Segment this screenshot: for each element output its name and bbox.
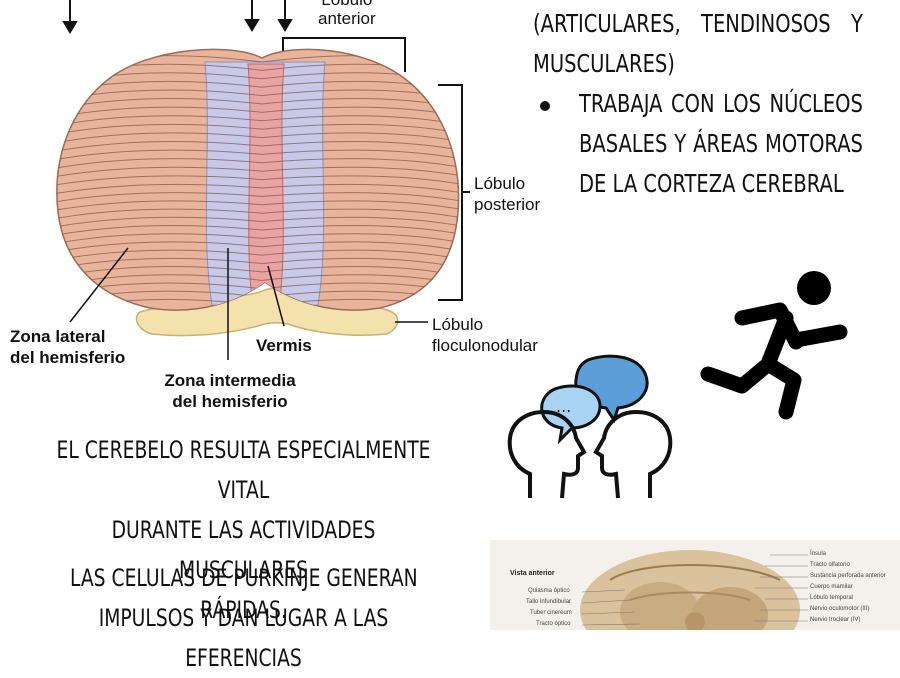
- thumb-title: Vista anterior: [510, 570, 555, 577]
- label-posterior-line2: posterior: [474, 195, 541, 214]
- thumb-right-label: Nervio troclear (IV): [810, 617, 861, 623]
- thumb-right-label: Tracto olfatorio: [810, 562, 850, 568]
- thumb-left-label: Quiasma óptico: [528, 588, 570, 594]
- thumb-left-label: Tracto óptico: [536, 621, 571, 627]
- bullet-text: TRABAJA CON LOS NÚCLEOS BASALES Y ÁREAS …: [579, 89, 863, 198]
- intro-text: (ARTICULARES, TENDINOSOS Y MUSCULARES): [533, 4, 863, 84]
- label-anterior-line2: anterior: [318, 9, 376, 28]
- vital-line2: DURANTE LAS ACTIVIDADES MUSCULARES: [111, 516, 376, 584]
- label-lateral-zone: Zona lateral del hemisferio: [10, 326, 125, 368]
- label-vermis: Vermis: [256, 336, 312, 355]
- label-floculo-line2: floculonodular: [432, 336, 538, 355]
- thumb-right-label: Nervio oculomotor (III): [810, 606, 870, 612]
- vital-line3: RÁPIDAS.: [200, 596, 287, 624]
- purkinje-line1: LAS CELULAS DE PURKINJE GENERAN: [69, 564, 418, 592]
- label-intermedia-line1: Zona intermedia: [164, 371, 296, 390]
- running-person-icon: [700, 271, 848, 420]
- two-heads-talking-icon: ...: [507, 354, 673, 499]
- vital-line1: EL CEREBELO RESULTA ESPECIALMENTE VITAL: [56, 436, 431, 504]
- vermis: [247, 63, 285, 301]
- thumb-right-label: Ínsula: [810, 551, 827, 557]
- label-intermedia-line2: del hemisferio: [172, 392, 288, 411]
- cerebellum-diagram: [56, 0, 470, 360]
- label-floculo-line1: Lóbulo: [432, 315, 484, 334]
- intro-line1: (ARTICULARES, TENDINOSOS Y: [533, 9, 863, 38]
- thumb-right-label: Sustancia perforada anterior: [810, 573, 886, 579]
- label-posterior-line1: Lóbulo: [474, 174, 526, 193]
- bullet-dot: [540, 101, 550, 111]
- chat-dots: ...: [556, 397, 571, 416]
- label-lateral-line2: del hemisferio: [10, 348, 126, 367]
- vital-paragraph: EL CEREBELO RESULTA ESPECIALMENTE VITAL …: [0, 430, 487, 630]
- label-intermediate-zone: Zona intermedia del hemisferio: [150, 370, 310, 412]
- label-posterior: Lóbulo posterior: [474, 173, 540, 215]
- label-flocculonodular: Lóbulo floculonodular: [432, 314, 538, 356]
- brain-base-image: [580, 550, 808, 630]
- thumb-left-label: Tallo infundibular: [526, 599, 572, 605]
- label-lateral-line1: Zona lateral: [10, 327, 106, 346]
- thumb-right-label: Cuerpo mamilar: [810, 584, 853, 590]
- label-anterior-line1: Lóbulo: [318, 0, 376, 9]
- arrow-icon: [62, 0, 293, 34]
- thumb-left-label: Tuber cinereum: [530, 610, 572, 616]
- intro-line2: MUSCULARES): [533, 49, 675, 78]
- thumb-right-label: Lóbulo temporal: [810, 595, 854, 601]
- purkinje-paragraph: LAS CELULAS DE PURKINJE GENERAN IMPULSOS…: [0, 558, 487, 678]
- brain-base-thumbnail: Vista anterior Quiasma óptico Tallo infu…: [490, 540, 900, 630]
- label-anterior: Lóbulo anterior: [318, 0, 376, 28]
- purkinje-line2: IMPULSOS Y DAN LUGAR A LAS EFERENCIAS: [98, 604, 389, 672]
